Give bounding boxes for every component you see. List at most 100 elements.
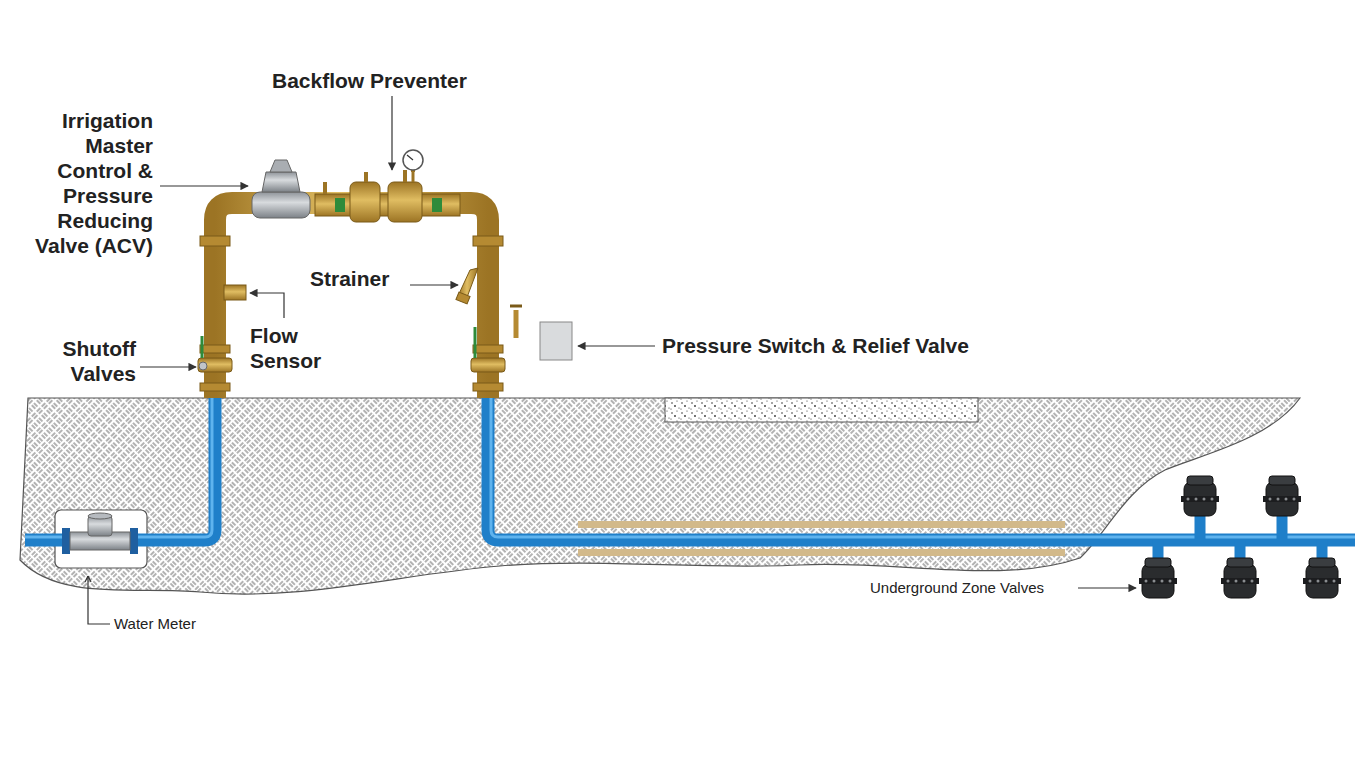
leader-lines-part [140,366,196,367]
pressure-switch-part [498,334,540,342]
brass-riser-part [473,345,503,353]
zone-valve-part [1169,580,1172,583]
part-label: Flow Sensor [250,323,346,373]
zone-valve-part [1221,578,1259,584]
zone-valve-part [1309,580,1312,583]
zone-valve-part [1293,498,1296,501]
flow-sensor [224,285,246,300]
part-label: Backflow Preventer [272,68,502,93]
leader-lines [85,96,1136,624]
backflow-preventer-part [432,198,442,212]
zone-valve [1139,558,1177,598]
strainer [456,268,478,304]
zone-valve [1181,476,1219,516]
zone-valve-part [1227,580,1230,583]
shutoff-valves-part [199,362,207,370]
pressure-switch-part [514,310,519,338]
strainer-part [456,292,470,304]
zone-valve-part [1243,580,1246,583]
zone-valve-part [1187,498,1190,501]
zone-valve [1221,558,1259,598]
flow-sensor-part [224,285,246,300]
leader-lines-part [410,284,458,285]
zone-valve-part [1263,496,1301,502]
part-label: Underground Zone Valves [870,579,1075,597]
leader-lines-part [88,576,110,624]
sleeve-part [578,549,1065,556]
zone-valve-part [1161,580,1164,583]
brass-riser-part [473,236,503,246]
backflow-preventer-part [412,172,415,182]
zone-valve-part [1285,498,1288,501]
shutoff-valves-part [198,358,232,372]
zone-valve-part [1317,580,1320,583]
zone-valve-part [1187,476,1213,485]
backflow-preventer-part [335,198,345,212]
shutoff-valves-part [474,327,477,358]
zone-valve-part [1269,476,1295,485]
zone-valves [1139,476,1341,598]
zone-valve-part [1251,580,1254,583]
brass-riser-part [473,383,503,391]
water-meter-part [88,513,112,519]
zone-valve-part [1269,498,1272,501]
zone-valve-part [1145,558,1171,567]
zone-valve-part [1203,498,1206,501]
backflow-preventer-part [350,182,380,222]
brass-riser-part [200,345,230,353]
zone-valve [1303,558,1341,598]
acv-valve-part [262,172,300,192]
brass-riser [200,203,503,398]
part-label: Shutoff Valves [38,336,136,386]
backflow-preventer [315,150,460,222]
backflow-preventer-part [325,170,413,194]
shutoff-valves-part [201,336,204,358]
shutoff-valves-part [471,358,505,372]
backflow-preventer-part [403,150,423,170]
pressure-switch-part [540,322,572,360]
backflow-preventer-part [388,182,422,222]
leader-lines-part [85,576,91,582]
zone-valve [1263,476,1301,516]
zone-valve-part [1195,498,1198,501]
leader-lines-part [1078,587,1136,588]
zone-valve-part [1139,578,1177,584]
leader-lines-part [160,185,248,186]
water-meter [62,513,138,554]
zone-valve-part [1277,498,1280,501]
shutoff-valves [198,327,505,372]
zone-valve-part [1181,496,1219,502]
zone-valve-part [1303,578,1341,584]
acv-valve-part [270,160,292,172]
underground-pipe-part [25,398,1355,537]
zone-valve-part [1145,580,1148,583]
acv-valve [252,160,310,218]
leader-lines-part [250,293,284,318]
zone-valve-part [1227,558,1253,567]
leader-lines-part [578,345,655,346]
underground-pipe-part [25,398,215,540]
part-label: Pressure Switch & Relief Valve [662,333,1022,358]
part-label: Water Meter [114,615,244,633]
underground-pipe [25,398,1355,572]
leader-lines-part [391,96,392,170]
part-label: Strainer [310,266,430,291]
ground-part [665,398,978,422]
zone-valve-part [1235,580,1238,583]
zone-valve-part [1211,498,1214,501]
zone-valve-part [1333,580,1336,583]
brass-riser-part [200,236,230,246]
brass-riser-part [215,203,488,398]
backflow-preventer-part [407,155,413,160]
acv-valve-part [252,192,310,218]
brass-riser-part [200,383,230,391]
ground-part [55,510,147,568]
zone-valve-part [1325,580,1328,583]
zone-valve-part [1309,558,1335,567]
sleeve-part [578,521,1065,528]
zone-valve-part [1153,580,1156,583]
water-meter-part [62,528,70,554]
pressure-switch [498,306,572,360]
